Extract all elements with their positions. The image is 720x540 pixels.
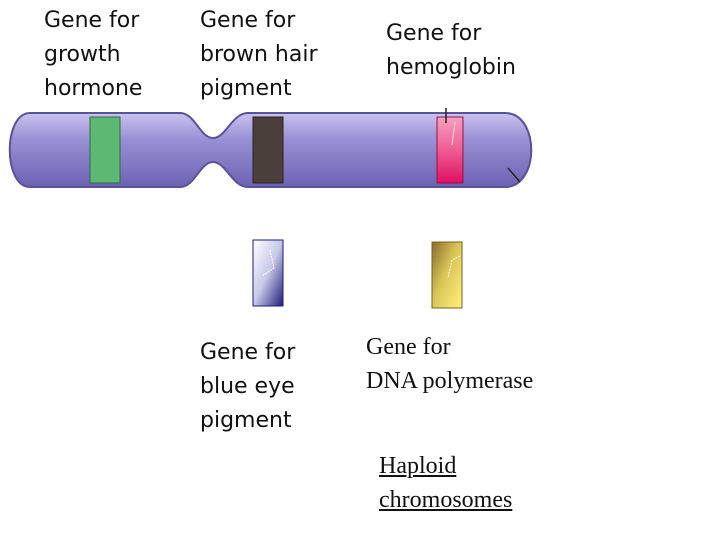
growth-hormone-band	[89, 116, 121, 184]
brown-hair-band	[252, 116, 284, 184]
dna-polymerase-label: Gene for DNA polymerase	[366, 334, 534, 394]
haploid-chromosomes-label: Haploid chromosomes	[379, 453, 513, 513]
dna-polymerase-gene-crack	[447, 255, 461, 279]
blue-eye-gene	[252, 239, 284, 307]
brown-hair-label: Gene for brown hair pigment	[200, 8, 318, 101]
blue-eye-gene-crack	[261, 249, 275, 277]
dna-polymerase-gene	[431, 241, 463, 309]
hemoglobin-mark-bottom	[451, 121, 456, 146]
chromosome-end-mark	[507, 167, 521, 183]
hemoglobin-band	[436, 116, 464, 184]
growth-hormone-label: Gene for growth hormone	[44, 8, 143, 101]
blue-eye-label: Gene for blue eye pigment	[200, 340, 296, 433]
hemoglobin-label: Gene for hemoglobin	[386, 21, 516, 80]
